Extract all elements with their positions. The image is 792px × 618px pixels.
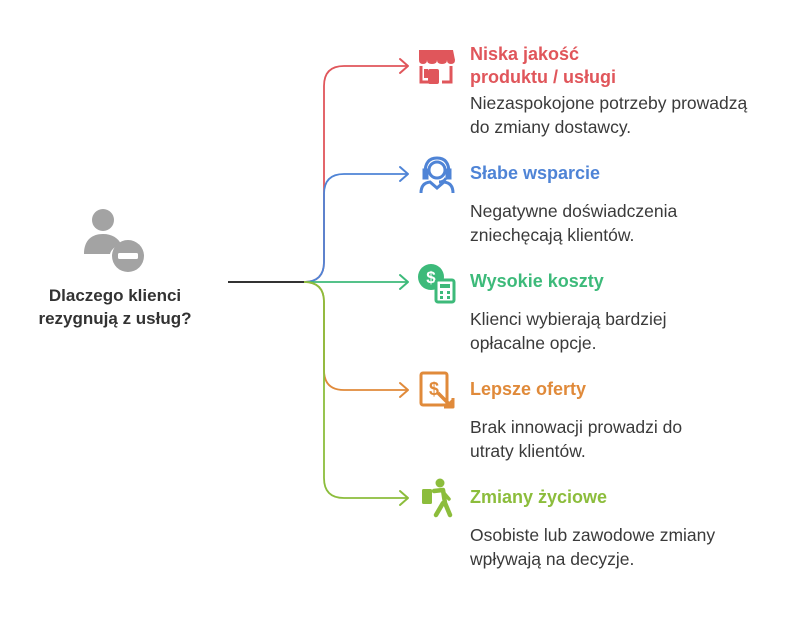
branch-icon-shape: $ [418,264,456,304]
arrow-head [399,166,409,182]
branch-description: Osobiste lub zawodowe zmiany wpływają na… [470,525,716,569]
person-minus-icon [78,206,148,281]
branch-connector [303,281,407,499]
branch-description: Klienci wybierają bardziej opłacalne opc… [470,309,667,353]
support-agent-icon [416,153,458,200]
walking-person-icon [416,477,458,524]
branch-title: Lepsze oferty [470,379,587,399]
svg-text:$: $ [426,268,436,287]
arrow-head [399,274,409,290]
branch-title: Wysokie koszty [470,271,604,291]
svg-text:$: $ [429,379,439,399]
branch-description: Niezaspokojone potrzeby prowadzą do zmia… [470,93,748,137]
branch-icon-shape [419,156,455,194]
branch-icon-shape: $ [419,371,455,409]
branch-description: Negatywne doświadczenia zniechęcają klie… [470,201,678,245]
arrow-head [399,58,409,74]
branch-connector [303,173,407,283]
root-icon-part [92,209,114,231]
price-drop-document-icon: $ [416,369,458,416]
branch-title: Niska jakość produktu / usługi [470,44,616,87]
money-calculator-icon: $ [416,262,458,309]
branch-icon-shape [422,478,453,518]
root-icon-part [84,234,121,254]
arrow-head [399,490,409,506]
arrow-head [399,382,409,398]
root-question: Dlaczego klienci rezygnują z usług? [38,286,192,328]
branch-title: Słabe wsparcie [470,163,601,183]
branch-title: Zmiany życiowe [470,487,608,507]
branch-description: Brak innowacji prowadzi do utraty klient… [470,417,683,461]
store-thumbs-down-icon [416,46,458,93]
branch-connector [303,281,407,391]
branch-icon-shape [419,50,455,84]
